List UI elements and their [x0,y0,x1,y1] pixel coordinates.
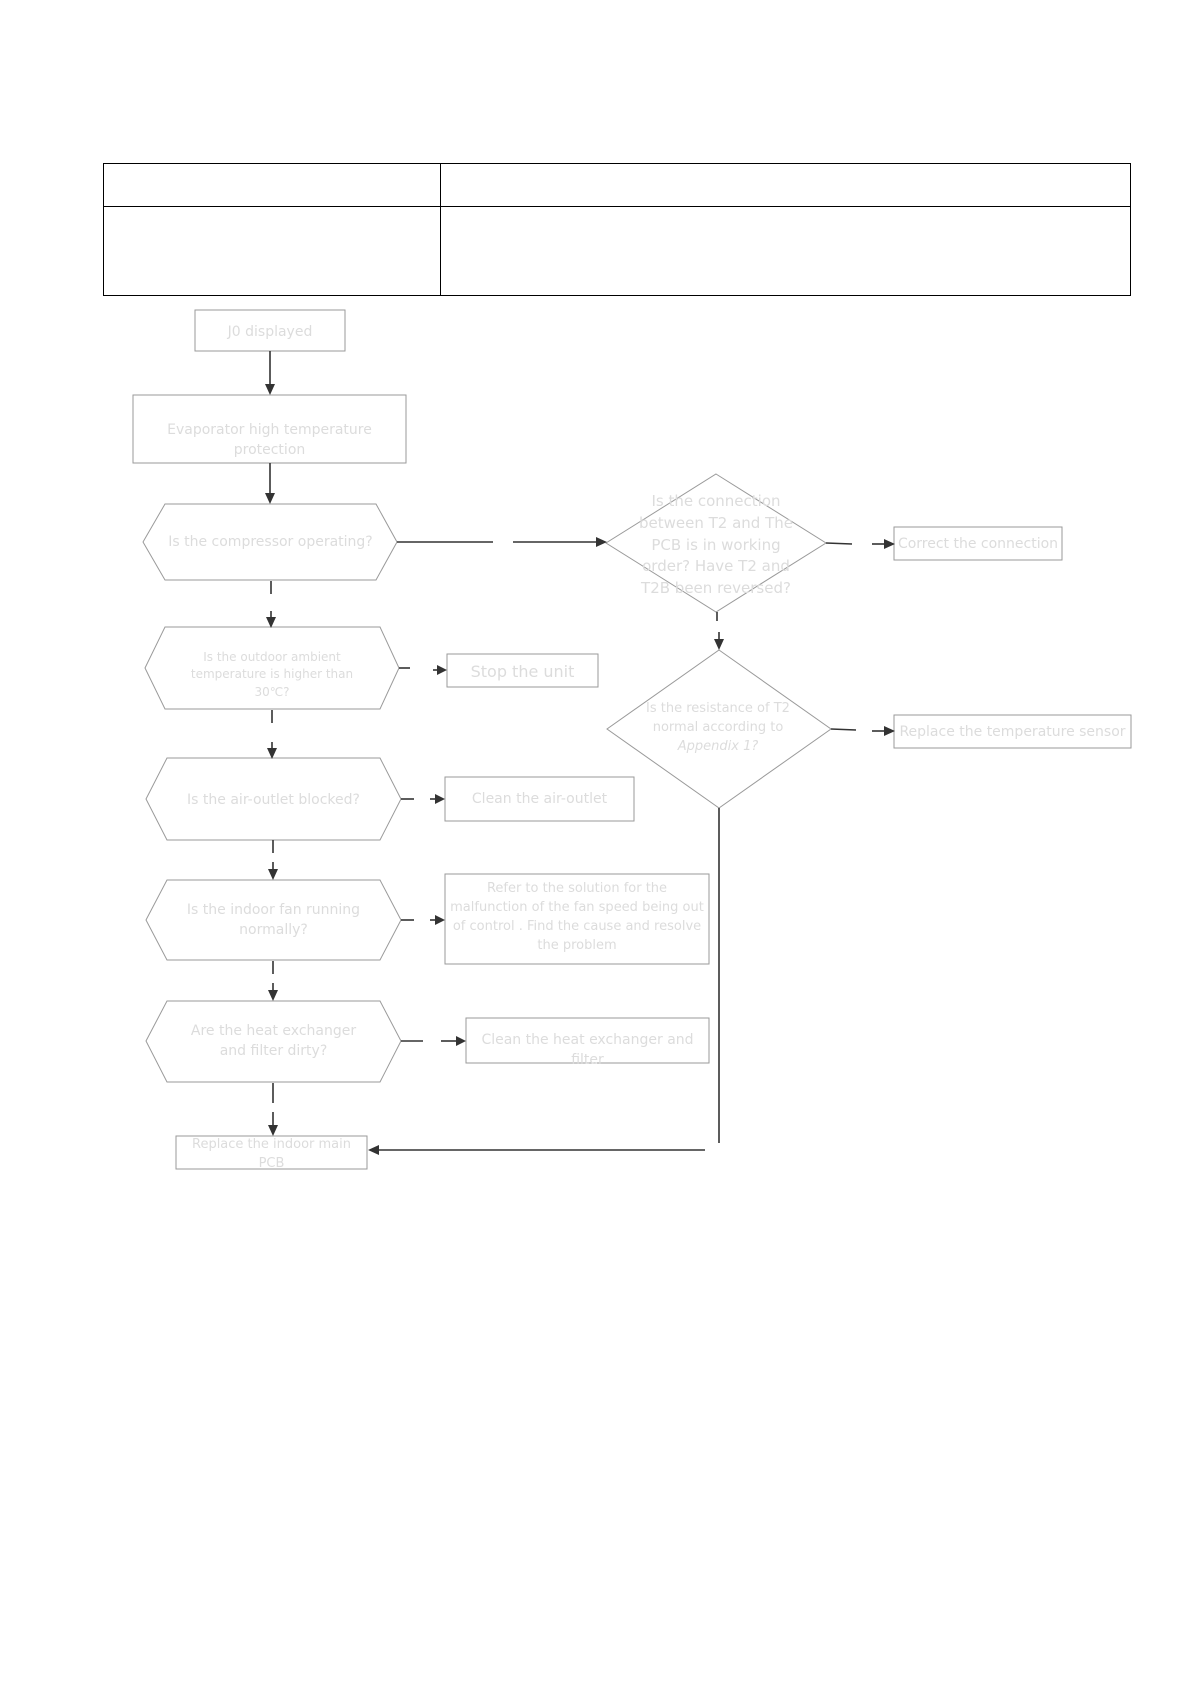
connector-line [825,542,853,545]
arrow-head [596,537,607,547]
header-table-row [103,206,1131,296]
action-exchanger-box [465,1017,710,1064]
action-connection-box [893,526,1063,561]
action-exchanger-label: Clean the heat exchanger and filter [481,1032,694,1069]
arrow-head [884,726,895,736]
arrow-head [268,1125,278,1136]
decision-outlet-label: Is the air-outlet blocked? [187,792,360,808]
decision-compressor-label: Is the compressor operating? [168,534,373,550]
action-fan-box [444,873,710,965]
arrow-head [267,748,277,759]
decision-resistance-text: Is the resistance of T2 normal according… [646,701,790,735]
arrow-head [265,384,275,395]
header-cell [103,206,441,296]
decision-resistance-ref: Appendix 1? [677,738,759,754]
arrow-head [456,1036,466,1046]
action-outlet-label: Clean the air-outlet [471,791,608,807]
action-stop-label: Stop the unit [470,662,575,681]
arrow-head [265,493,275,504]
decision-connection-label: Is the connection between T2 and The PCB… [639,492,793,597]
connector-line [830,728,857,731]
arrow-head [266,617,276,628]
action-fan-label: Refer to the solution for the malfunctio… [450,881,704,953]
arrow-head [435,915,445,925]
header-cell [440,206,1131,296]
action-sensor-label: Replace the temperature sensor [899,724,1126,740]
final-box [175,1135,368,1170]
header-table [103,163,1131,296]
decision-fan-label: Is the indoor fan running normally? [186,902,361,939]
final-label: Replace the indoor main PCB [192,1137,351,1171]
arrow-head [437,665,447,675]
arrow-head [435,794,445,804]
arrow-head [368,1145,379,1155]
decision-connection-shape [605,473,827,613]
start-label: J0 displayed [227,324,313,340]
protection-label: Evaporator high temperature protection [167,422,372,459]
decision-resistance-label: Is the resistance of T2 normal according… [638,700,798,757]
arrow-head [884,539,895,549]
decision-ambient-label: Is the outdoor ambient temperature is hi… [190,650,354,699]
protection-box [132,394,407,464]
arrow-head [268,990,278,1001]
action-sensor-box [893,714,1132,749]
decision-exchanger-label: Are the heat exchanger and filter dirty? [190,1023,357,1060]
action-connection-label: Correct the connection [897,536,1059,552]
action-outlet-box [444,776,635,822]
action-stop-box [446,653,599,688]
arrow-head [714,639,724,650]
arrow-head [268,869,278,880]
